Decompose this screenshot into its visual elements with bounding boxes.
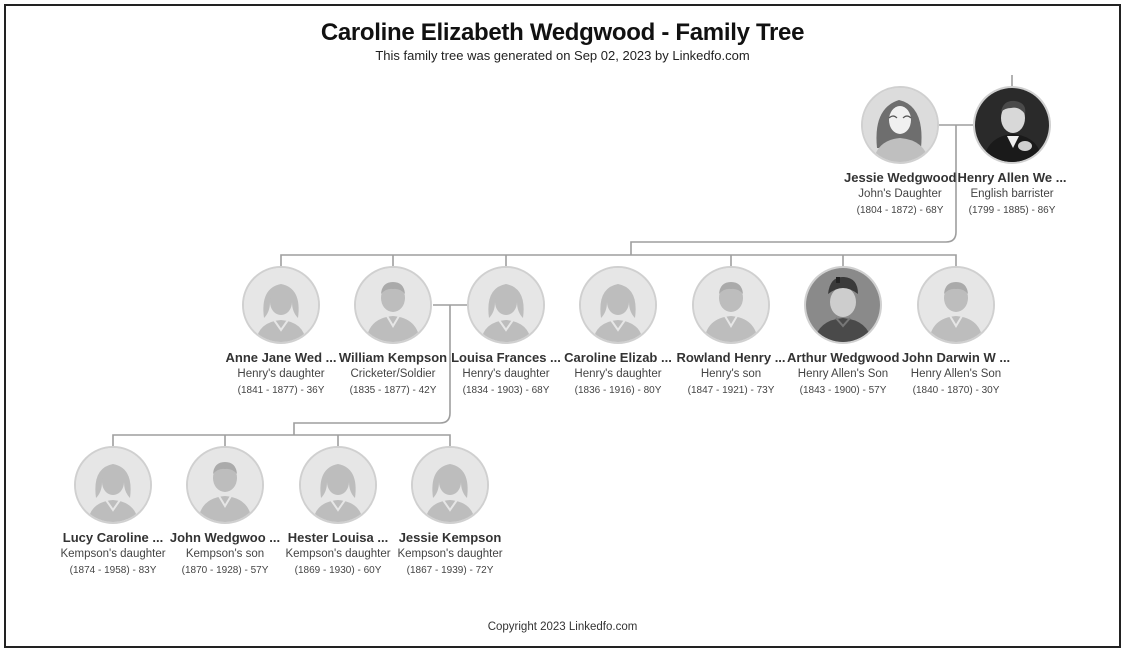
person-role: Henry's daughter — [574, 368, 662, 380]
avatar[interactable] — [242, 266, 320, 344]
page-title: Caroline Elizabeth Wedgwood - Family Tre… — [320, 19, 805, 46]
person-role: Henry's daughter — [237, 368, 325, 380]
person-dates: (1867 - 1939) - 72Y — [406, 565, 494, 576]
person-name[interactable]: Rowland Henry ... — [676, 350, 786, 365]
avatar[interactable] — [692, 266, 770, 344]
person-dates: (1804 - 1872) - 68Y — [856, 205, 944, 216]
avatar[interactable] — [411, 446, 489, 524]
person-role: John's Daughter — [858, 188, 942, 200]
person-role: Henry Allen's Son — [797, 368, 889, 380]
person-role: Kempson's son — [185, 548, 265, 560]
avatar[interactable] — [467, 266, 545, 344]
avatar[interactable] — [186, 446, 264, 524]
footer-copyright: Copyright 2023 Linkedfo.com — [487, 621, 638, 633]
person-role: Henry Allen's Son — [910, 368, 1002, 380]
person-role: Kempson's daughter — [397, 548, 503, 560]
person-dates: (1841 - 1877) - 36Y — [237, 385, 325, 396]
person-dates: (1840 - 1870) - 30Y — [912, 385, 1000, 396]
person-dates: (1874 - 1958) - 83Y — [69, 565, 157, 576]
connector-line — [112, 434, 451, 448]
person-role: Kempson's daughter — [285, 548, 391, 560]
person-name[interactable]: John Darwin W ... — [901, 350, 1011, 365]
avatar[interactable] — [579, 266, 657, 344]
person-role: English barrister — [970, 188, 1054, 200]
person-name[interactable]: William Kempson — [338, 350, 448, 365]
connector-line — [630, 125, 957, 255]
person-role: Henry's son — [700, 368, 762, 380]
person-role: Kempson's daughter — [60, 548, 166, 560]
connector-line — [293, 305, 451, 435]
avatar[interactable] — [354, 266, 432, 344]
person-role: Henry's daughter — [462, 368, 550, 380]
person-name[interactable]: Louisa Frances ... — [451, 350, 561, 365]
person-dates: (1799 - 1885) - 86Y — [968, 205, 1056, 216]
person-name[interactable]: John Wedgwoo ... — [169, 530, 281, 545]
person-role: Cricketer/Soldier — [350, 368, 436, 380]
page-subtitle: This family tree was generated on Sep 02… — [375, 48, 750, 63]
person-name[interactable]: Lucy Caroline ... — [62, 530, 164, 545]
person-dates: (1869 - 1930) - 60Y — [294, 565, 382, 576]
person-dates: (1843 - 1900) - 57Y — [799, 385, 887, 396]
person-name[interactable]: Jessie Kempson — [398, 530, 502, 545]
person-dates: (1835 - 1877) - 42Y — [349, 385, 437, 396]
person-name[interactable]: Arthur Wedgwood — [787, 350, 899, 365]
person-name[interactable]: Caroline Elizab ... — [564, 350, 672, 365]
avatar[interactable] — [299, 446, 377, 524]
person-name[interactable]: Anne Jane Wed ... — [225, 350, 337, 365]
person-name[interactable]: Hester Louisa ... — [287, 530, 389, 545]
person-dates: (1836 - 1916) - 80Y — [574, 385, 662, 396]
person-dates: (1834 - 1903) - 68Y — [462, 385, 550, 396]
person-dates: (1870 - 1928) - 57Y — [181, 565, 269, 576]
avatar[interactable] — [973, 86, 1051, 164]
person-name[interactable]: Jessie Wedgwood — [844, 170, 956, 185]
person-dates: (1847 - 1921) - 73Y — [687, 385, 775, 396]
person-name[interactable]: Henry Allen We ... — [957, 170, 1067, 185]
avatar[interactable] — [74, 446, 152, 524]
avatar[interactable] — [804, 266, 882, 344]
avatar[interactable] — [917, 266, 995, 344]
page-frame — [4, 4, 1121, 648]
avatar[interactable] — [861, 86, 939, 164]
connector-line — [280, 254, 957, 268]
